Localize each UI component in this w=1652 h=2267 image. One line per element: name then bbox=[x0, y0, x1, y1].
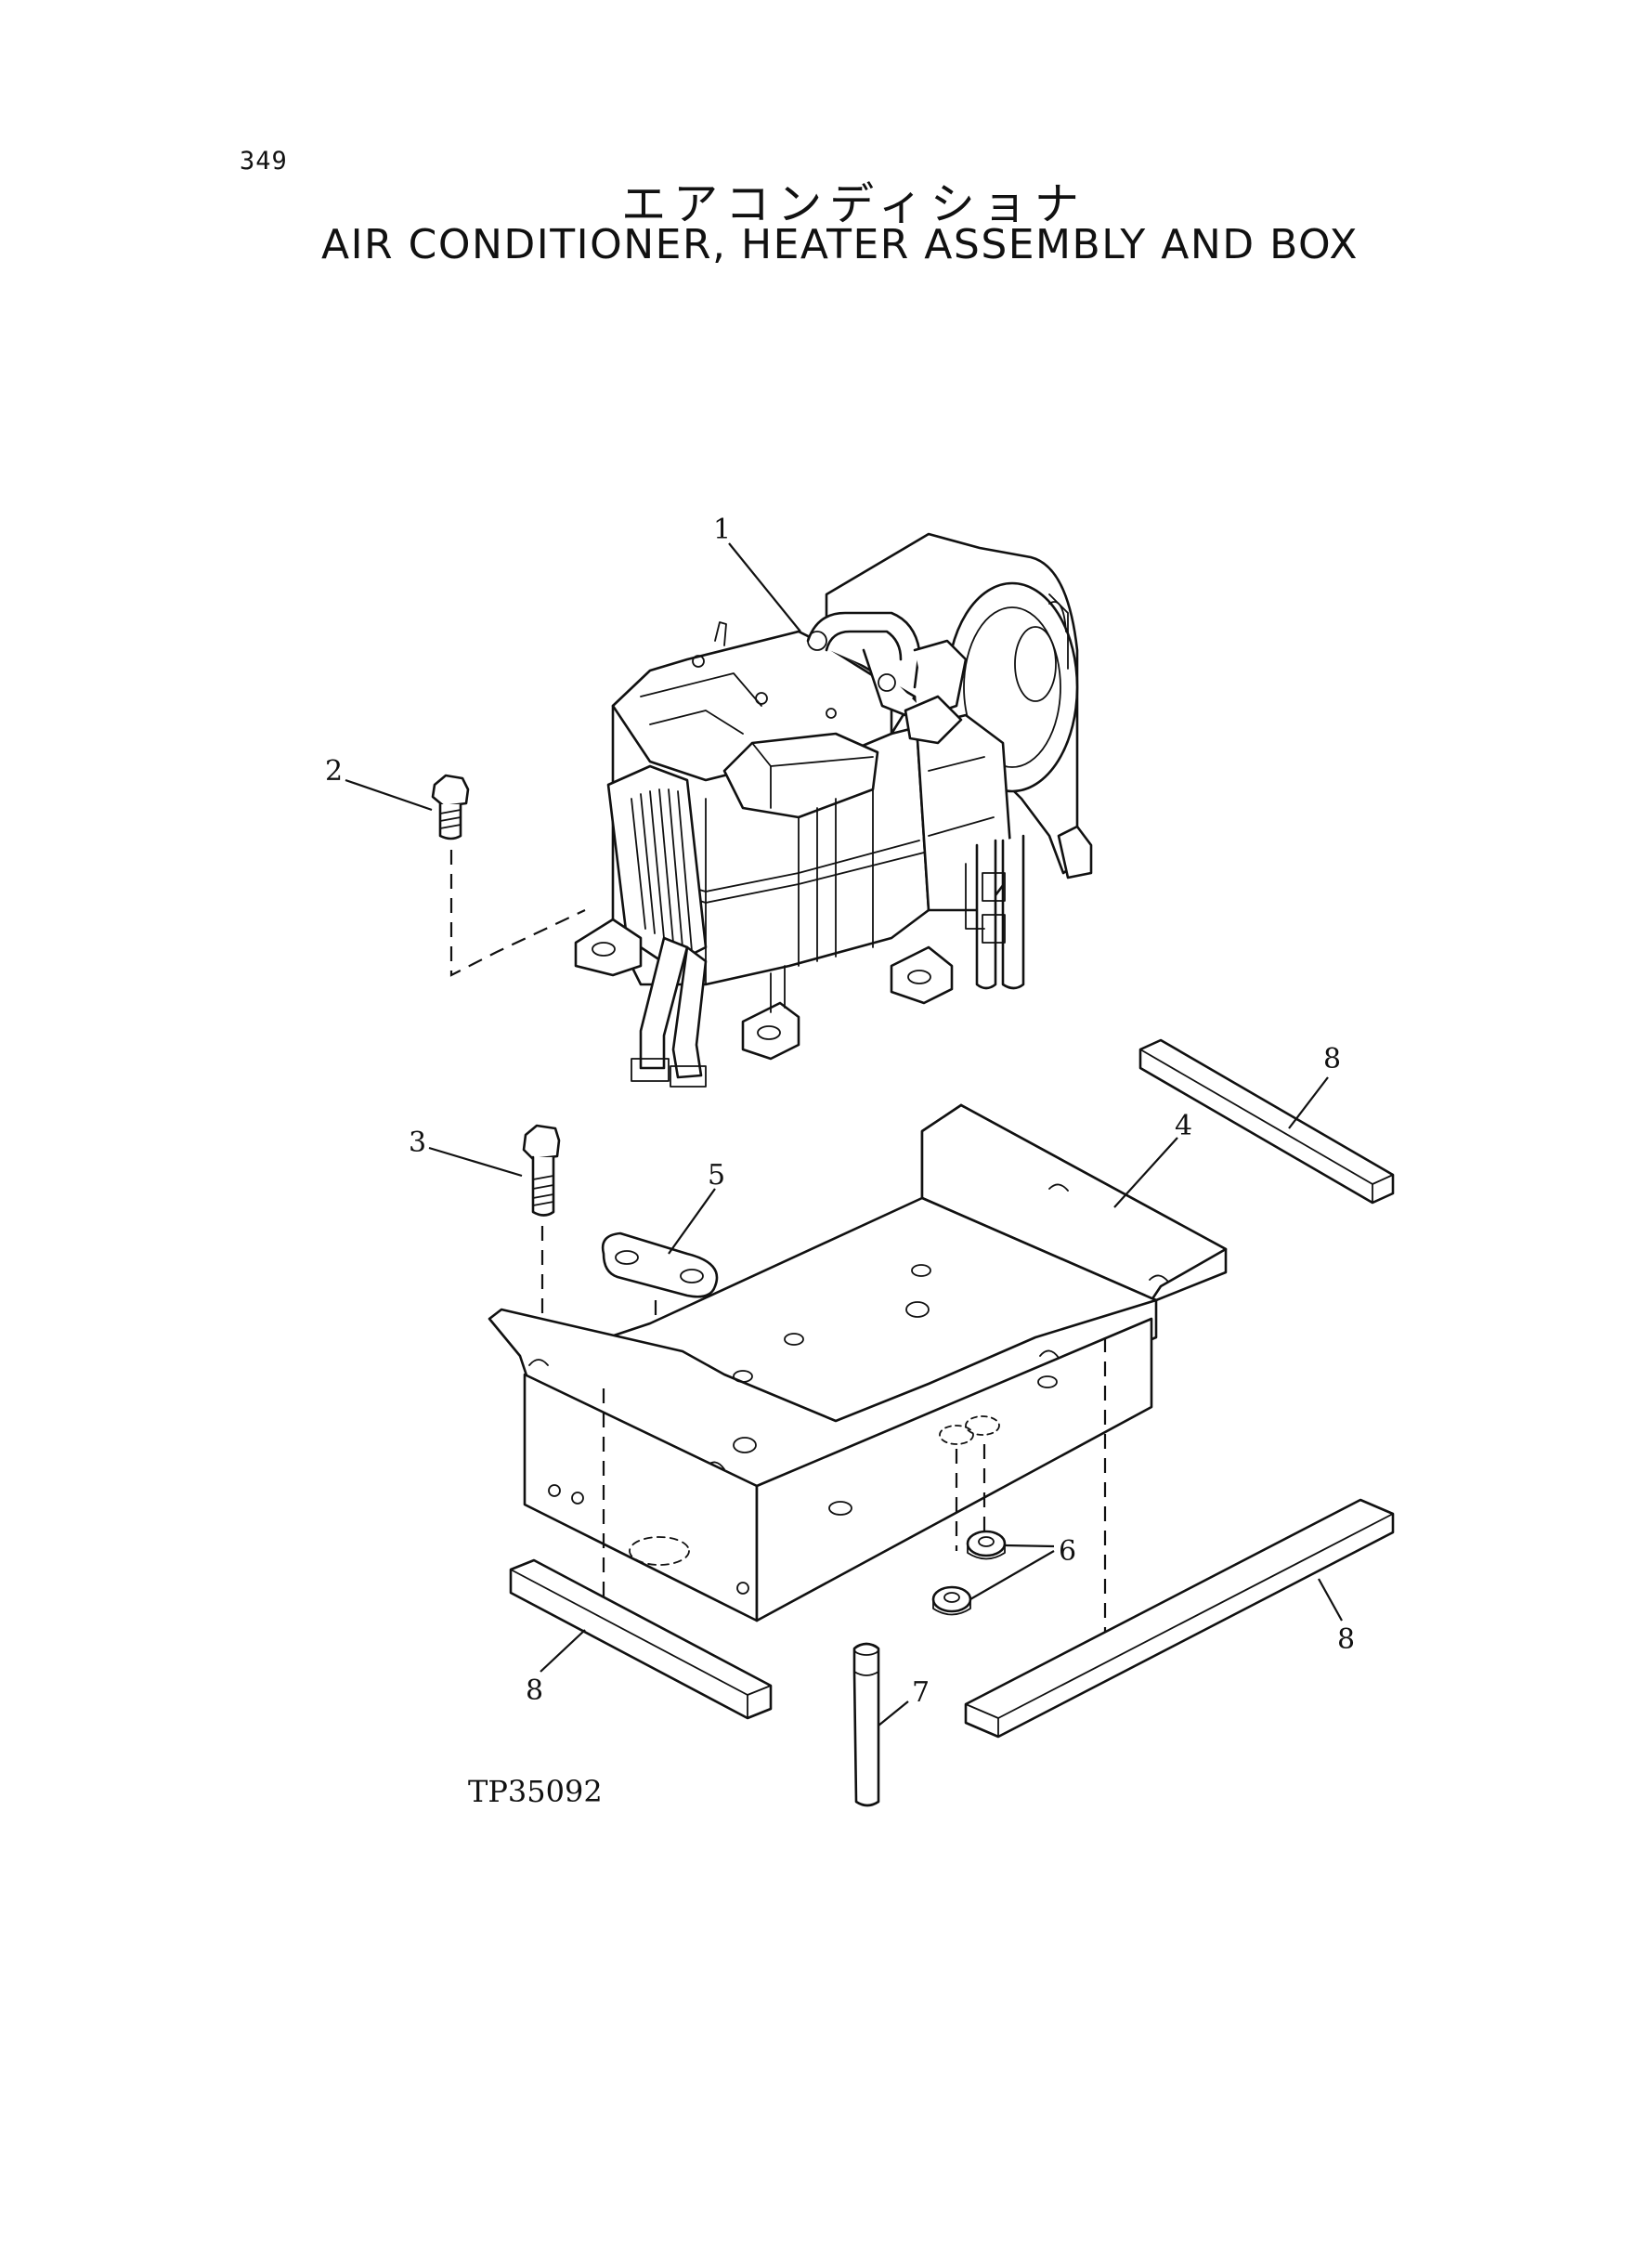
page-title-japanese: エアコンディショナ bbox=[621, 178, 1086, 230]
callout-1: 1 bbox=[713, 514, 731, 546]
leader-lines bbox=[345, 542, 1343, 1726]
part-2-bolt bbox=[431, 774, 586, 977]
part-3-bolt bbox=[522, 1124, 561, 1365]
part-1-air-conditioner-unit bbox=[574, 532, 1093, 1088]
callout-8-left: 8 bbox=[526, 1674, 543, 1707]
callout-2: 2 bbox=[325, 755, 343, 788]
callout-3: 3 bbox=[409, 1127, 426, 1159]
part-8-pad-right bbox=[964, 1498, 1395, 1739]
callout-7: 7 bbox=[912, 1676, 930, 1709]
part-4-box bbox=[488, 1103, 1228, 1635]
part-7-pipe bbox=[852, 1642, 880, 1807]
part-8-pad-top bbox=[1138, 1038, 1395, 1205]
callout-5: 5 bbox=[708, 1159, 725, 1192]
page-number: 349 bbox=[240, 147, 288, 176]
part-8-pad-left bbox=[509, 1558, 773, 1720]
part-6-washers bbox=[931, 1530, 1007, 1616]
callout-6: 6 bbox=[1059, 1535, 1076, 1568]
callout-8-right: 8 bbox=[1337, 1623, 1355, 1656]
page-title: AIR CONDITIONER, HEATER ASSEMBLY AND BOX bbox=[320, 221, 1359, 268]
callout-4: 4 bbox=[1175, 1110, 1192, 1142]
drawing-code: TP35092 bbox=[468, 1774, 603, 1809]
callout-8-top: 8 bbox=[1323, 1043, 1341, 1075]
